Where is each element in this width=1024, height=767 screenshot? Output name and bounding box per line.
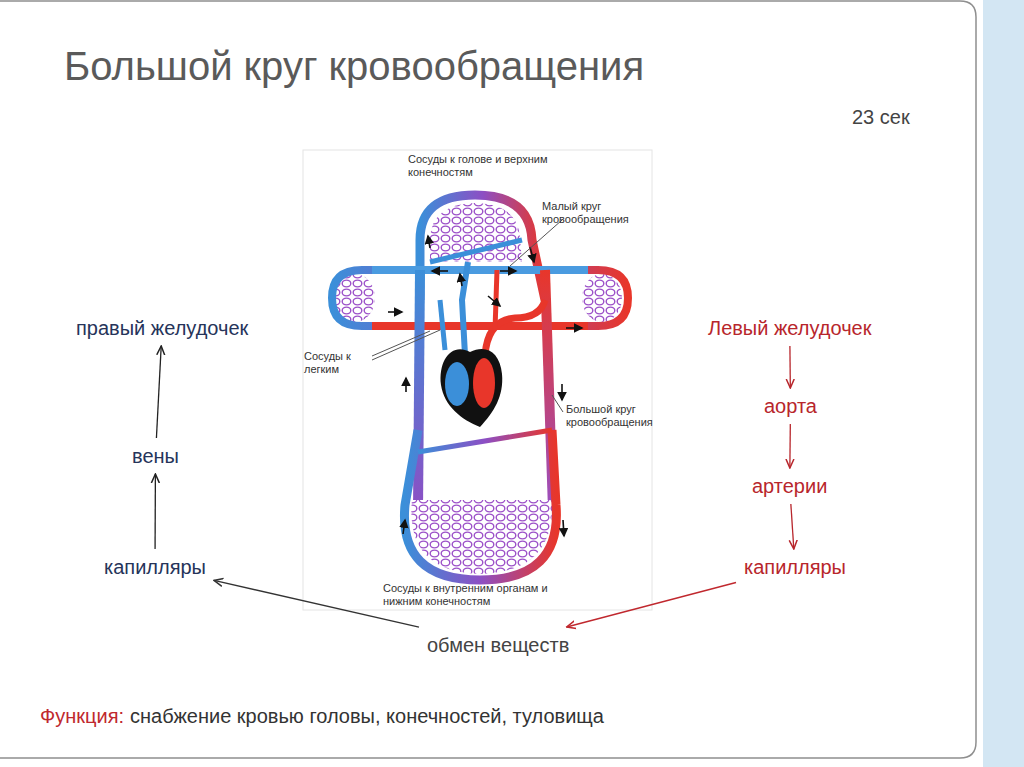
flow-step: Левый желудочек bbox=[704, 314, 875, 342]
circle-label: Большой круг кровообращения bbox=[566, 403, 650, 429]
function-line: Функция: снабжение кровью головы, конечно… bbox=[40, 705, 604, 728]
circle-label: Малый круг кровообращения bbox=[542, 200, 642, 226]
pulmonary-vein bbox=[372, 322, 588, 330]
flow-arrows bbox=[388, 236, 582, 536]
head-loop bbox=[420, 195, 545, 300]
body-crossbar bbox=[418, 430, 552, 452]
slide-title: Большой круг кровообращения bbox=[64, 44, 644, 89]
step-text: артерии bbox=[752, 474, 827, 498]
step-text: капилляры bbox=[744, 555, 846, 579]
illustration-frame bbox=[303, 150, 652, 610]
flow-step: правый желудочек bbox=[72, 314, 252, 342]
flow-step: обмен веществ bbox=[423, 631, 573, 659]
head-capillaries bbox=[430, 203, 522, 262]
heart-left-side bbox=[473, 358, 495, 408]
step-text: аорта bbox=[764, 394, 817, 418]
side-strip bbox=[983, 0, 1024, 767]
vessel-label: Сосуды к внутренним органам и нижним кон… bbox=[383, 582, 573, 608]
flow-arrow bbox=[154, 474, 156, 549]
flow-arrow bbox=[789, 424, 791, 468]
lung-loop bbox=[332, 270, 628, 326]
leader-lines bbox=[372, 220, 563, 412]
vessel-label: Сосуды к голове и верхним конечностям bbox=[408, 153, 568, 179]
flow-step: капилляры bbox=[100, 553, 210, 581]
flow-step: артерии bbox=[748, 472, 831, 500]
card-border bbox=[0, 1, 976, 758]
flow-step: капилляры bbox=[740, 553, 850, 581]
flow-arrow bbox=[789, 346, 791, 388]
step-text: вены bbox=[132, 444, 179, 468]
heart-vessel bbox=[495, 270, 497, 330]
function-key: Функция: bbox=[40, 705, 124, 727]
flow-arrow bbox=[791, 504, 794, 549]
pulmonary-artery bbox=[372, 266, 588, 274]
step-text: правый желудочек bbox=[76, 316, 248, 340]
heart-vessel bbox=[440, 300, 445, 350]
flow-step: аорта bbox=[760, 392, 821, 420]
flow-arrow bbox=[156, 346, 161, 438]
function-text: снабжение кровью головы, конечностей, ту… bbox=[130, 705, 604, 727]
step-text: обмен веществ bbox=[427, 633, 569, 657]
heart bbox=[441, 349, 503, 427]
pulmonary-trunk bbox=[462, 262, 468, 355]
lung-capillaries-right bbox=[582, 274, 622, 322]
vena-cava bbox=[418, 270, 420, 510]
head-crossbar bbox=[430, 240, 522, 262]
body-loop bbox=[404, 430, 556, 580]
flow-arrow bbox=[567, 583, 736, 627]
step-text: Левый желудочек bbox=[708, 316, 871, 340]
heart-right-side bbox=[445, 362, 469, 406]
vessel-label: Сосуды к легким bbox=[304, 350, 370, 376]
flow-step: вены bbox=[128, 442, 183, 470]
timer-label: 23 сек bbox=[852, 106, 910, 129]
step-text: капилляры bbox=[104, 555, 206, 579]
